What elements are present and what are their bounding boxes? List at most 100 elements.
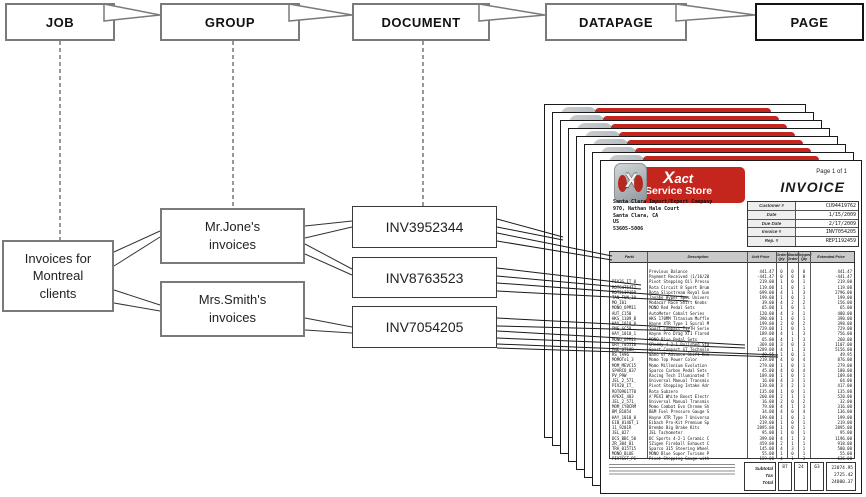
bill-to-line: Santa Clara Import/Export Company xyxy=(613,199,713,205)
table-cell: 199.00 xyxy=(759,414,774,420)
table-cell: 4 xyxy=(780,310,783,316)
table-cell: 16.00 xyxy=(761,378,774,384)
table-cell: Momo Combat Evo Chrome Sh xyxy=(649,404,710,410)
table-cell: DCS_BBC_50 xyxy=(612,435,637,441)
node-group: GROUP xyxy=(160,3,300,41)
table-cell: 145.00 xyxy=(759,445,774,451)
table-cell: 260.00 xyxy=(837,336,852,342)
table-cell: 4 xyxy=(780,357,783,363)
table-cell: 0 xyxy=(791,357,794,363)
totals-label: Tax xyxy=(765,473,773,478)
table-cell: DC Sports 4-2-1 Ceramic C xyxy=(649,435,710,441)
bill-to-line: 970, Nathan Hale Court xyxy=(613,205,680,212)
table-cell: 4 xyxy=(780,404,783,410)
table-cell: 417.00 xyxy=(837,383,852,389)
table-cell: 3 xyxy=(780,341,783,347)
table-cell: 0 xyxy=(780,274,783,280)
tail-datapage-page xyxy=(675,3,756,22)
table-cell: 2 xyxy=(802,399,806,405)
table-cell: 0 xyxy=(802,274,806,280)
table-cell: 4 xyxy=(780,445,783,451)
column-divider xyxy=(747,252,748,458)
table-cell: 3 xyxy=(802,336,806,342)
table-cell: 480.00 xyxy=(837,310,852,316)
table-cell: 1 xyxy=(802,305,806,311)
table-cell: 2 xyxy=(780,399,783,405)
totals-label: Total xyxy=(762,480,773,485)
table-cell: 1 xyxy=(791,435,794,441)
table-cell: 199.00 xyxy=(759,321,774,327)
table-cell: Momo Top Power Color xyxy=(649,357,698,363)
table-cell: 1 xyxy=(780,388,783,394)
table-cell: 1 xyxy=(802,362,806,368)
table-cell: Eibach Pro-Kit Premium Sp xyxy=(649,419,710,425)
table-cell: 1 xyxy=(791,347,794,353)
table-cell: 0 xyxy=(791,373,794,379)
table-cell: 0 xyxy=(791,326,794,332)
table-cell: 1 xyxy=(791,336,794,342)
table-cell: 0 xyxy=(791,399,794,405)
table-cell: 1196.00 xyxy=(835,435,852,441)
table-cell: 11_9201R xyxy=(612,425,632,431)
table-cell: 49.95 xyxy=(839,352,852,358)
table-cell: 136.00 xyxy=(837,409,852,415)
table-cell: 1 xyxy=(780,414,783,420)
table-cell: 189.00 xyxy=(759,373,774,379)
table-cell: 1 xyxy=(802,393,806,399)
table-cell: 0 xyxy=(791,279,794,285)
table-cell: Momo Millenium Evolution xyxy=(649,362,707,368)
table-cell: 180.00 xyxy=(837,367,852,373)
table-cell: 1 xyxy=(802,284,806,290)
info-label: Rep. # xyxy=(748,237,796,246)
table-cell: 1 xyxy=(802,445,806,451)
table-cell: 756.00 xyxy=(837,331,852,337)
table-cell: 1 xyxy=(780,279,783,285)
column-divider xyxy=(647,252,648,458)
table-cell: 398.00 xyxy=(837,321,852,327)
table-cell: HAY_1010_0 xyxy=(612,414,637,420)
table-cell: 120.00 xyxy=(759,310,774,316)
table-cell: 4 xyxy=(780,367,783,373)
table-cell: 1 xyxy=(780,315,783,321)
table-cell: 219.00 xyxy=(837,279,852,285)
table-cell: Pivot Stepping Oil Pressu xyxy=(649,279,710,285)
table-cell: 1 xyxy=(802,352,806,358)
totals-qty-cell: 87 xyxy=(778,462,792,491)
table-cell: 189.00 xyxy=(759,331,774,337)
table-cell: 1 xyxy=(791,289,794,295)
column-header: Order Qty xyxy=(776,252,787,261)
table-cell: 189.00 xyxy=(837,373,852,379)
node-document: DOCUMENT xyxy=(352,3,490,41)
node-document-example-3: INV7054205 xyxy=(352,306,497,348)
table-cell: 2 xyxy=(802,300,806,306)
brand-emblem-icon: X xyxy=(614,163,647,203)
table-cell: 2 xyxy=(780,440,783,446)
table-cell: 1 xyxy=(802,310,806,316)
table-cell: JEL Tachometer xyxy=(649,430,683,436)
table-cell: Racing Tech Illuminated T xyxy=(649,373,710,379)
totals-amount: 2725.42 xyxy=(834,473,853,478)
table-cell: 1 xyxy=(802,378,806,384)
table-cell: 3 xyxy=(802,347,806,353)
table-cell: 1 xyxy=(780,295,783,301)
info-value: REP1192459 xyxy=(825,238,856,245)
table-cell: Pivot Stepping Intake Adr xyxy=(649,383,710,389)
table-cell: 2 xyxy=(780,321,783,327)
table-cell: 79.00 xyxy=(761,404,774,410)
table-cell: 16.00 xyxy=(761,399,774,405)
table-cell: 219.00 xyxy=(837,419,852,425)
table-cell: 729.00 xyxy=(837,326,852,332)
table-cell: 219.00 xyxy=(759,279,774,285)
totals-label: Subtotal xyxy=(755,466,773,471)
table-cell: 4 xyxy=(780,300,783,306)
